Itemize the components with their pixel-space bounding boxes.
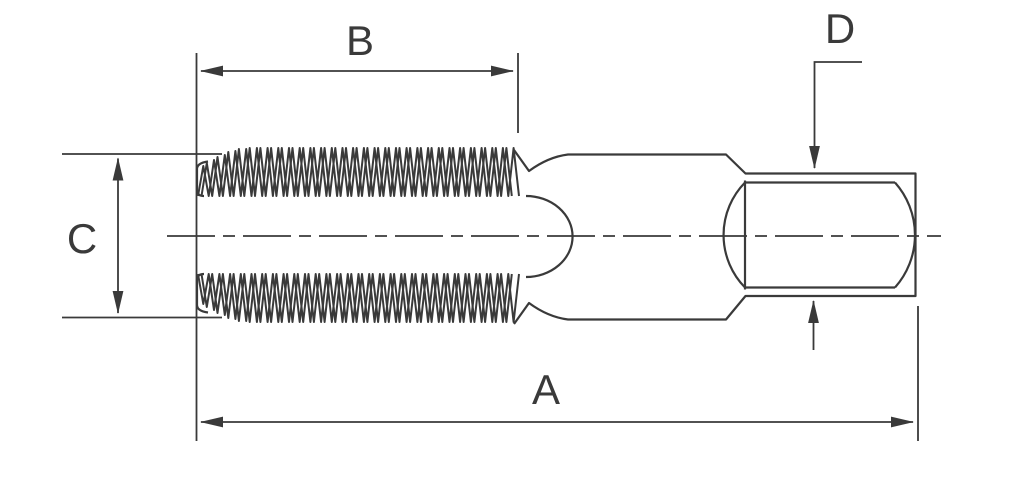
square-drive-right-arc xyxy=(894,181,917,289)
dimension-label-b: B xyxy=(346,17,374,64)
shank-outline xyxy=(513,149,917,325)
thread-profile-top-offset xyxy=(200,147,513,197)
dimension-label-a: A xyxy=(532,366,560,413)
thread-profile-bottom-offset xyxy=(200,273,513,323)
square-drive-left-arc xyxy=(722,181,746,289)
thread-profile-top xyxy=(197,147,520,197)
thread-profile-bottom xyxy=(197,273,520,323)
dimension-label-d: D xyxy=(825,5,855,52)
dimension-label-c: C xyxy=(67,215,97,262)
leader-line-d xyxy=(809,61,862,169)
flute-runout-curve xyxy=(525,194,574,279)
